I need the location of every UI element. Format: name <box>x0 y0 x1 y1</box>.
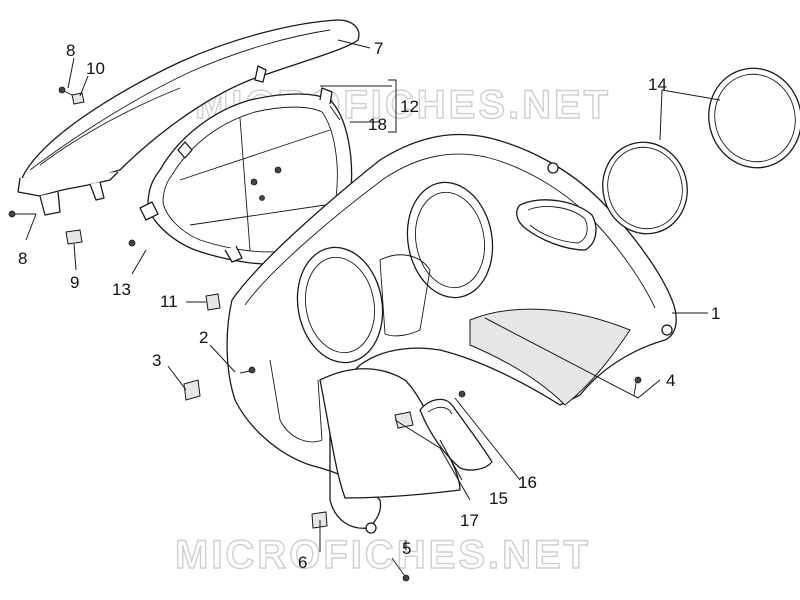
callout-8-top: 8 <box>66 41 75 60</box>
callout-5: 5 <box>402 539 411 558</box>
part-clip-10 <box>71 92 85 105</box>
callout-13: 13 <box>112 280 131 299</box>
part-gauge-ring-rear <box>708 67 800 169</box>
callout-11: 11 <box>160 292 178 311</box>
part-instrument-cluster <box>139 87 353 266</box>
part-screw-13 <box>128 239 136 247</box>
part-screw-8-left <box>8 210 36 218</box>
callout-4: 4 <box>666 371 675 390</box>
callout-12: 12 <box>400 97 419 116</box>
watermark-bottom: MICROFICHES.NET <box>175 533 591 577</box>
part-main-dashboard-panel <box>226 133 677 534</box>
part-screw-8-top <box>58 86 73 96</box>
part-screw-4 <box>633 376 642 397</box>
callout-2: 2 <box>199 328 208 347</box>
part-clip-11 <box>205 293 221 311</box>
part-clip-17 <box>394 411 414 429</box>
leader-lines <box>25 39 721 552</box>
callout-14: 14 <box>648 75 667 94</box>
part-clip-3 <box>183 379 201 401</box>
callout-10: 10 <box>86 59 105 78</box>
part-screw-2 <box>239 366 256 374</box>
part-screw-16 <box>458 390 466 398</box>
part-clip-9 <box>65 229 83 245</box>
callout-15: 15 <box>489 489 508 508</box>
callout-8-left: 8 <box>18 249 27 268</box>
callout-1: 1 <box>711 304 720 323</box>
part-gauge-ring-front <box>602 141 688 235</box>
callout-7: 7 <box>374 39 383 58</box>
callout-6: 6 <box>298 553 307 572</box>
callout-16: 16 <box>518 473 537 492</box>
part-flap-15 <box>419 398 493 471</box>
callout-18: 18 <box>368 115 387 134</box>
callout-3: 3 <box>152 351 161 370</box>
part-top-cover <box>17 19 360 216</box>
part-screw-5 <box>391 557 410 582</box>
callout-17: 17 <box>460 511 479 530</box>
callout-labels: 1 2 3 4 5 6 7 8 8 9 10 11 12 13 14 15 16… <box>18 39 720 572</box>
callout-9: 9 <box>70 273 79 292</box>
